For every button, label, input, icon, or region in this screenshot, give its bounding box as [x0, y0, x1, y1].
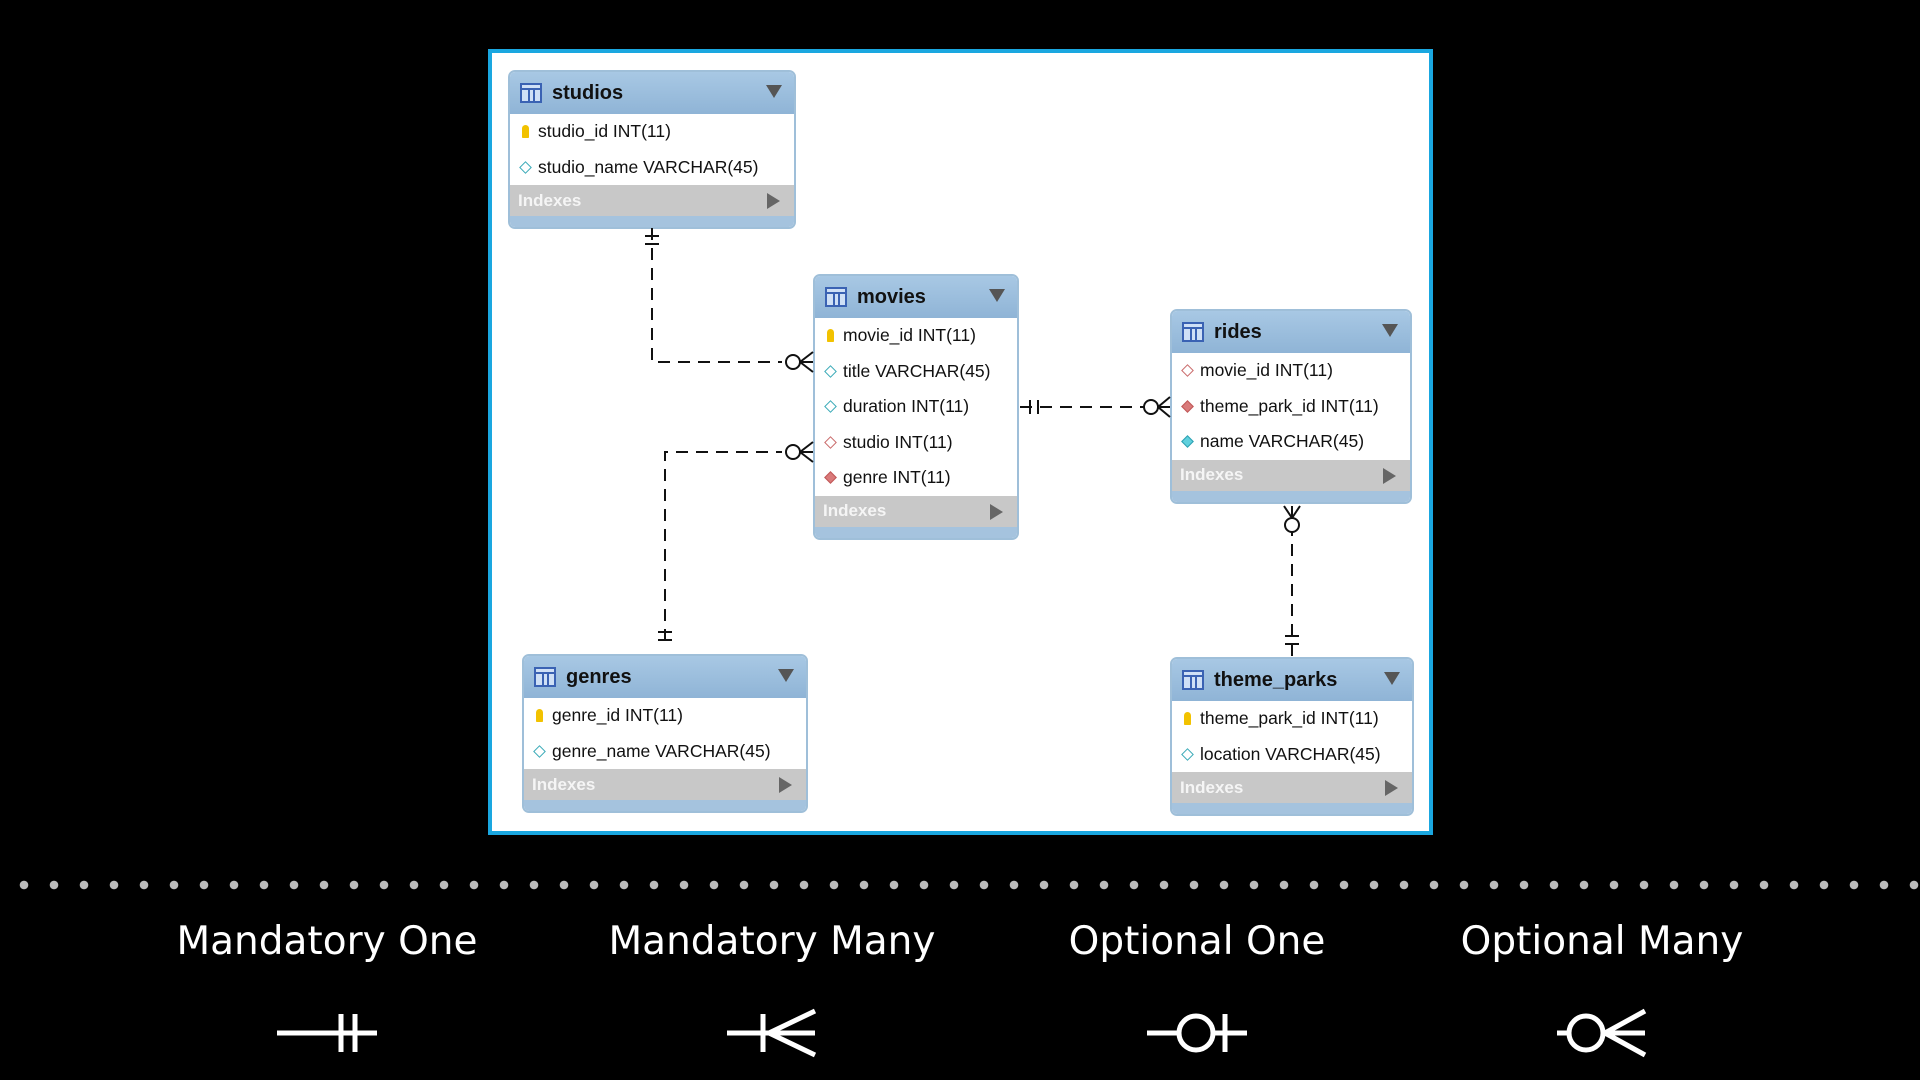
table-icon [1182, 322, 1204, 342]
table-footer [1172, 490, 1410, 502]
legend-label-optional-many: Optional Many [1460, 919, 1744, 964]
indexes-section[interactable]: Indexes [1172, 459, 1410, 491]
primary-key-icon [532, 709, 546, 723]
indexes-section[interactable]: Indexes [815, 495, 1017, 527]
indexes-section[interactable]: Indexes [1172, 772, 1412, 803]
table-column[interactable]: genre_name VARCHAR(45) [524, 734, 806, 770]
collapse-arrow-icon[interactable] [989, 289, 1005, 302]
table-column[interactable]: movie_id INT(11) [1172, 353, 1410, 389]
expand-arrow-icon[interactable] [1383, 467, 1396, 484]
expand-arrow-icon[interactable] [990, 503, 1003, 520]
table-column[interactable]: theme_park_id INT(11) [1172, 701, 1412, 737]
table-header[interactable]: rides [1172, 311, 1410, 353]
table-rides[interactable]: rides movie_id INT(11) theme_park_id INT… [1170, 309, 1412, 504]
primary-key-icon [1180, 712, 1194, 726]
table-genres[interactable]: genres genre_id INT(11) genre_name VARCH… [522, 654, 808, 813]
dotted-divider [0, 879, 1920, 891]
optional-one-symbol-icon [1147, 1013, 1247, 1053]
expand-arrow-icon[interactable] [767, 193, 780, 209]
expand-arrow-icon[interactable] [779, 777, 792, 793]
relationship-themeparks-rides[interactable] [1283, 505, 1301, 656]
table-header[interactable]: genres [524, 656, 806, 698]
table-column[interactable]: title VARCHAR(45) [815, 354, 1017, 390]
table-header[interactable]: movies [815, 276, 1017, 318]
table-icon [534, 667, 556, 687]
mandatory-one-symbol-icon [277, 1014, 377, 1052]
table-name: movies [857, 285, 926, 308]
legend-label-mandatory-one: Mandatory One [176, 919, 478, 964]
table-studios[interactable]: studios studio_id INT(11) studio_name VA… [508, 70, 796, 229]
collapse-arrow-icon[interactable] [1384, 672, 1400, 685]
table-header[interactable]: theme_parks [1172, 659, 1412, 701]
indexes-section[interactable]: Indexes [524, 769, 806, 800]
table-name: genres [566, 665, 632, 688]
mandatory-many-symbol-icon [727, 1008, 817, 1058]
relationship-movies-rides[interactable] [1020, 396, 1171, 418]
table-footer [510, 216, 794, 227]
indexes-section[interactable]: Indexes [510, 185, 794, 216]
table-footer [815, 526, 1017, 538]
relationship-studios-movies[interactable] [645, 228, 814, 373]
primary-key-icon [823, 329, 837, 343]
table-icon [520, 83, 542, 103]
table-column[interactable]: name VARCHAR(45) [1172, 424, 1410, 460]
table-footer [1172, 803, 1412, 814]
expand-arrow-icon[interactable] [1385, 780, 1398, 796]
table-column[interactable]: studio_id INT(11) [510, 114, 794, 150]
table-column[interactable]: genre_id INT(11) [524, 698, 806, 734]
table-name: studios [552, 81, 624, 104]
collapse-arrow-icon[interactable] [766, 85, 782, 98]
table-theme-parks[interactable]: theme_parks theme_park_id INT(11) locati… [1170, 657, 1414, 816]
table-icon [1182, 670, 1204, 690]
table-movies[interactable]: movies movie_id INT(11) title VARCHAR(45… [813, 274, 1019, 540]
primary-key-icon [518, 125, 532, 139]
table-name: theme_parks [1214, 668, 1338, 691]
collapse-arrow-icon[interactable] [1382, 324, 1398, 337]
table-column[interactable]: genre INT(11) [815, 460, 1017, 496]
legend-label-optional-one: Optional One [1068, 919, 1326, 964]
table-icon [825, 287, 847, 307]
optional-many-symbol-icon [1557, 1008, 1647, 1058]
collapse-arrow-icon[interactable] [778, 669, 794, 682]
table-column[interactable]: theme_park_id INT(11) [1172, 389, 1410, 425]
table-column[interactable]: duration INT(11) [815, 389, 1017, 425]
relationship-genres-movies[interactable] [658, 441, 814, 641]
table-column[interactable]: location VARCHAR(45) [1172, 737, 1412, 773]
table-footer [524, 800, 806, 811]
table-column[interactable]: studio INT(11) [815, 425, 1017, 461]
table-column[interactable]: movie_id INT(11) [815, 318, 1017, 354]
legend-label-mandatory-many: Mandatory Many [608, 919, 936, 964]
table-header[interactable]: studios [510, 72, 794, 114]
table-name: rides [1214, 320, 1262, 343]
table-column[interactable]: studio_name VARCHAR(45) [510, 150, 794, 186]
